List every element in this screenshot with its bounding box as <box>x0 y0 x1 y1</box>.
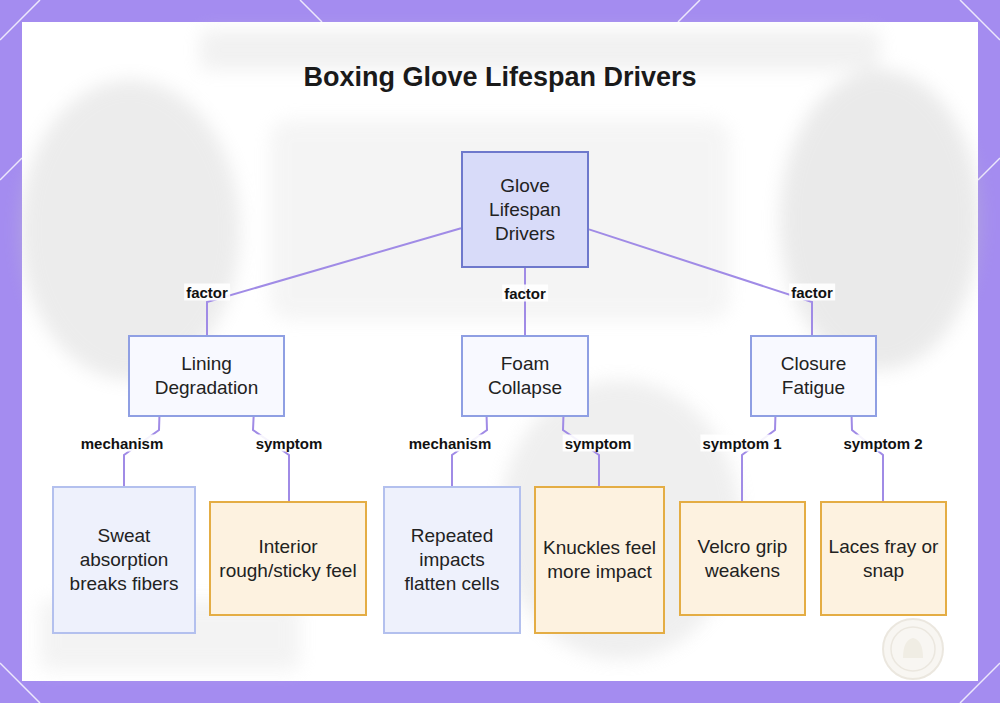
mechanism-box: Sweat absorption breaks fibers <box>52 486 196 634</box>
connector-line <box>589 229 812 335</box>
symptom-box: Velcro grip weakens <box>679 501 806 616</box>
edge-label: factor <box>184 284 230 301</box>
connector-line <box>742 417 775 501</box>
connector-line <box>253 417 289 501</box>
symptom-box: Knuckles feel more impact <box>534 486 665 634</box>
edge-label: symptom 2 <box>841 435 924 452</box>
node-text-group: Lining Degradation <box>136 352 277 400</box>
node-label: Closure Fatigue <box>758 352 869 400</box>
connector-line <box>852 417 883 501</box>
mechanism-box: Repeated impacts flatten cells <box>383 486 521 634</box>
node-label: Sweat absorption breaks fibers <box>60 524 188 596</box>
node-text-group: Laces fray or snap <box>828 535 939 583</box>
edge-label: symptom <box>563 435 634 452</box>
diagram-title: Boxing Glove Lifespan Drivers <box>0 62 1000 93</box>
node-text-group: Foam Collapse <box>469 352 581 400</box>
node-text-group: Velcro grip weakens <box>687 535 798 583</box>
node-text-group: Repeated impacts flatten cells <box>391 524 513 596</box>
edge-label: mechanism <box>407 435 494 452</box>
node-label: Repeated impacts flatten cells <box>391 524 513 596</box>
node-label: Foam Collapse <box>469 352 581 400</box>
node-text-group: Interior rough/sticky feel <box>217 535 359 583</box>
node-label: Velcro grip weakens <box>687 535 798 583</box>
node-label: Knuckles feel more impact <box>542 536 657 584</box>
node-label: Glove Lifespan Drivers <box>469 174 581 246</box>
edge-label: symptom 1 <box>700 435 783 452</box>
logo-mark <box>883 619 943 679</box>
edge-label: symptom <box>254 435 325 452</box>
factor-box: Foam Collapse <box>461 335 589 417</box>
symptom-box: Laces fray or snap <box>820 501 947 616</box>
node-text-group: Knuckles feel more impact <box>542 536 657 584</box>
connector-line <box>563 417 599 486</box>
node-label: Lining Degradation <box>136 352 277 400</box>
factor-box: Closure Fatigue <box>750 335 877 417</box>
blurred-photo <box>20 30 980 670</box>
edge-label: factor <box>502 285 548 302</box>
edge-label: factor <box>789 284 835 301</box>
node-text-group: Closure Fatigue <box>758 352 869 400</box>
connector-line <box>452 417 487 486</box>
node-label: Interior rough/sticky feel <box>217 535 359 583</box>
factor-box: Lining Degradation <box>128 335 285 417</box>
node-label: Laces fray or snap <box>828 535 939 583</box>
node-text-group: Sweat absorption breaks fibers <box>60 524 188 596</box>
connector-line <box>524 268 526 335</box>
symptom-box: Interior rough/sticky feel <box>209 501 367 616</box>
root-box: Glove Lifespan Drivers <box>461 151 589 268</box>
edge-label: mechanism <box>79 435 166 452</box>
connector-line <box>124 417 159 486</box>
connector-line <box>207 228 461 335</box>
node-text-group: Glove Lifespan Drivers <box>469 174 581 246</box>
